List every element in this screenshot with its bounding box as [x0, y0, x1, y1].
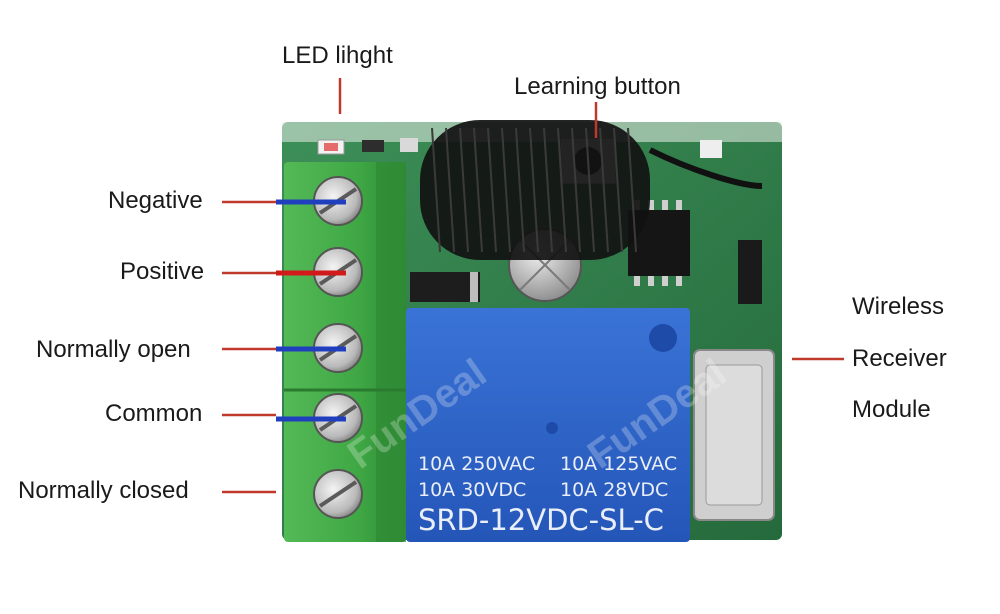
relay-model: SRD-12VDC-SL-C: [418, 503, 664, 537]
coil-turn: [627, 127, 637, 253]
coil-turn: [487, 127, 497, 253]
coil-turn: [585, 127, 595, 253]
smd-resistor: [362, 140, 384, 152]
coil-turn: [459, 127, 469, 253]
pointer-lines: [222, 78, 844, 494]
coil-turn: [473, 127, 483, 253]
smd-component: [400, 138, 418, 152]
label-normally-open: Normally open: [36, 336, 191, 363]
label-negative: Negative: [108, 187, 203, 214]
coil-turn: [613, 127, 623, 253]
coil-turn: [431, 127, 441, 253]
label-receiver: Receiver: [852, 345, 947, 372]
coil-turn: [445, 127, 455, 253]
label-led-light: LED lihght: [282, 42, 393, 69]
antenna-coil-turns: [431, 127, 637, 253]
smd-component: [700, 140, 722, 158]
relay-rating-2a: 10A 30VDC: [418, 479, 526, 501]
relay-rating-2b: 10A 28VDC: [560, 479, 668, 501]
coil-turn: [543, 127, 553, 253]
label-module: Module: [852, 396, 931, 423]
label-learning-button: Learning button: [514, 73, 681, 100]
led-light-component: [317, 139, 345, 155]
coil-turn: [515, 127, 525, 253]
coil-turn: [557, 127, 567, 253]
screw-slot: [318, 480, 358, 508]
coil-turn: [599, 127, 609, 253]
coil-turn: [529, 127, 539, 253]
relay: 10A 250VAC 10A 125VAC 10A 30VDC 10A 28VD…: [406, 308, 690, 542]
terminal-wires: [276, 199, 346, 422]
coil-turn: [571, 127, 581, 253]
label-positive: Positive: [120, 258, 205, 285]
crystal-oscillator-inner: [705, 364, 763, 506]
diode-band: [470, 272, 478, 302]
label-normally-closed: Normally closed: [18, 477, 189, 504]
coil-turn: [501, 127, 511, 253]
header-pins: [738, 240, 762, 304]
relay-rating-1b: 10A 125VAC: [560, 453, 677, 475]
relay-rating-1a: 10A 250VAC: [418, 453, 535, 475]
diode: [410, 272, 480, 302]
label-wireless: Wireless: [852, 293, 945, 320]
ic-chip: [628, 200, 690, 286]
label-common: Common: [105, 400, 203, 427]
